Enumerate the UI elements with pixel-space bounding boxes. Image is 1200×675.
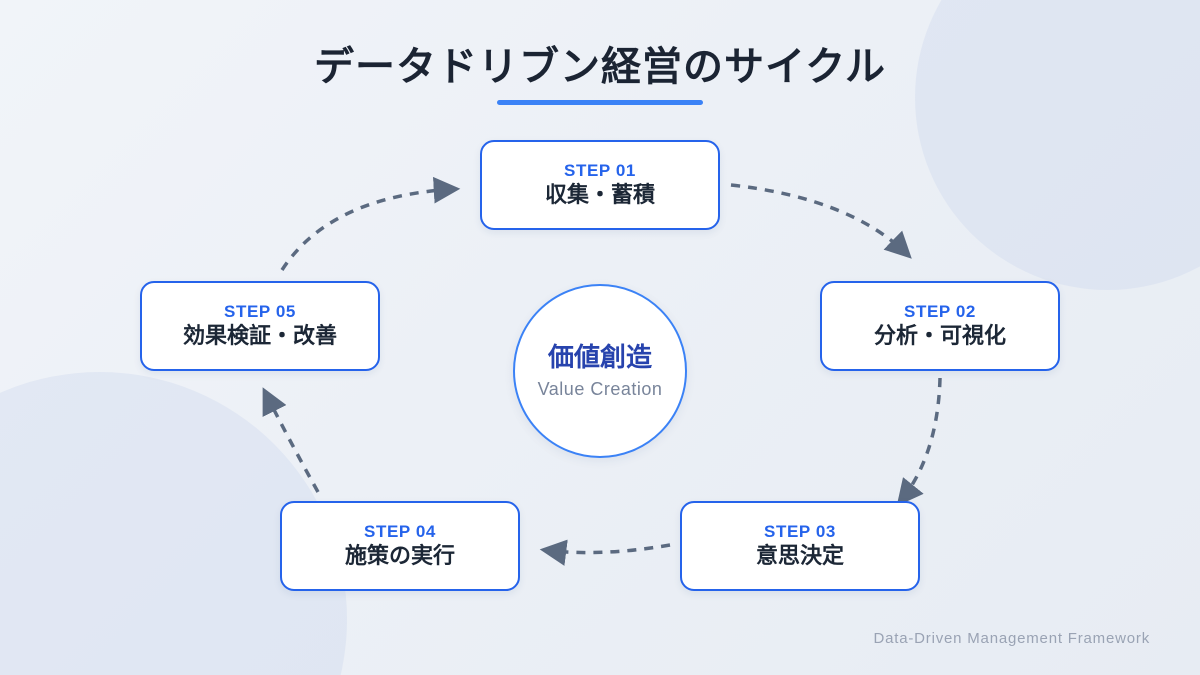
arrow-step5-to-step1 xyxy=(280,176,461,271)
step-01-number: STEP 01 xyxy=(564,161,636,181)
step-04-number: STEP 04 xyxy=(364,522,436,542)
step-02-number: STEP 02 xyxy=(904,302,976,322)
step-04-label: 施策の実行 xyxy=(344,543,455,569)
step-03-box: STEP 03 意思決定 xyxy=(680,501,920,591)
step-02-box: STEP 02 分析・可視化 xyxy=(820,281,1060,371)
value-creation-sublabel: Value Creation xyxy=(537,379,663,400)
step-04-box: STEP 04 施策の実行 xyxy=(280,501,520,591)
step-05-box: STEP 05 効果検証・改善 xyxy=(140,281,380,371)
step-01-label: 収集・蓄積 xyxy=(544,182,655,208)
arrow-step1-to-step2 xyxy=(730,183,912,259)
step-05-label: 効果検証・改善 xyxy=(182,323,337,349)
value-creation-label: 価値創造 xyxy=(547,341,652,372)
step-01-box: STEP 01 収集・蓄積 xyxy=(480,140,720,230)
step-03-label: 意思決定 xyxy=(755,543,844,569)
value-creation-circle: 価値創造 Value Creation xyxy=(513,284,687,458)
footer-caption: Data-Driven Management Framework xyxy=(873,630,1150,647)
step-05-number: STEP 05 xyxy=(224,302,296,322)
arrow-step3-to-step4 xyxy=(539,539,671,566)
arrow-step2-to-step3 xyxy=(896,377,942,507)
step-03-number: STEP 03 xyxy=(764,522,836,542)
step-02-label: 分析・可視化 xyxy=(873,323,1006,349)
page-title: データドリブン経営のサイクル xyxy=(314,45,886,89)
title-underline xyxy=(497,100,703,105)
